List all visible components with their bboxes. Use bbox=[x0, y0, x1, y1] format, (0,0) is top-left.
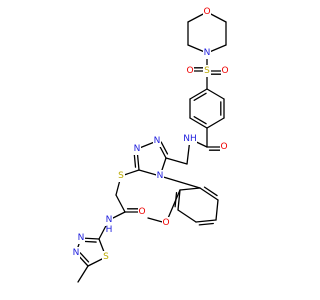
atom-thiadiazole-s: S bbox=[103, 252, 109, 262]
atom-acetamide-h: H bbox=[106, 225, 113, 235]
atom-bg-Ss bbox=[117, 170, 125, 182]
bond-b4-b5 bbox=[206, 117, 225, 129]
atom-amide-o: O bbox=[220, 142, 227, 152]
atom-amide-nh: NH bbox=[183, 134, 197, 144]
atom-morpholine-o: O bbox=[203, 7, 210, 17]
bond-p4-p5 bbox=[215, 199, 219, 221]
bond-p5-p6-double bbox=[203, 186, 218, 197]
atom-bg-O1L bbox=[186, 65, 194, 77]
atom-bg-dN3 bbox=[77, 232, 85, 244]
atom-bg-mO bbox=[203, 6, 211, 18]
bond-b3-b4-double bbox=[193, 116, 207, 125]
bond-p1-p2 bbox=[177, 189, 181, 211]
bond-p6-p1 bbox=[179, 187, 201, 191]
atom-triazole-n2: N bbox=[134, 144, 141, 154]
atom-thioether-s: S bbox=[118, 171, 124, 181]
atom-bg-tN2 bbox=[153, 135, 161, 147]
atom-sulfonyl-s: S bbox=[204, 66, 210, 76]
atom-triazole-n4: N bbox=[157, 171, 164, 181]
atom-bg-Oc bbox=[220, 141, 228, 153]
atom-thiadiazole-n2: N bbox=[78, 233, 85, 243]
bond-p5-p6 bbox=[199, 187, 219, 201]
atom-bg-mN bbox=[203, 47, 211, 59]
bond-t3-tN2-double bbox=[160, 141, 169, 155]
atom-bg-Oa bbox=[138, 206, 146, 218]
atom-acetamide-o: O bbox=[138, 207, 145, 217]
atom-methoxy-o: O bbox=[162, 218, 169, 228]
bond-b1-b2 bbox=[189, 88, 208, 100]
atom-bg-O1R bbox=[221, 65, 229, 77]
atom-bg-S1 bbox=[203, 65, 211, 77]
bond-b6-b1 bbox=[206, 88, 225, 100]
atom-triazole-n1: N bbox=[154, 136, 161, 146]
bond-p3-p4 bbox=[195, 219, 217, 223]
bond-d5-dN4-double bbox=[79, 252, 90, 263]
bond-p3-p4-double bbox=[198, 222, 214, 226]
bond-CH2b-Ca bbox=[115, 194, 126, 213]
atom-bg-Om bbox=[162, 217, 170, 229]
atom-bg-tN4 bbox=[156, 170, 164, 182]
bond-b1-b2-double bbox=[193, 92, 207, 101]
atom-acetamide-nh: N bbox=[106, 215, 113, 225]
atom-bg-dN4 bbox=[72, 247, 80, 259]
atom-morpholine-n: N bbox=[204, 48, 211, 58]
atom-bg-Na bbox=[105, 214, 113, 226]
atom-sulfonyl-o-right: O bbox=[221, 66, 228, 76]
atom-bg-NH bbox=[183, 133, 197, 145]
bond-tN4-p6 bbox=[159, 175, 201, 189]
atom-bg-dS bbox=[102, 251, 110, 263]
bond-d5-CH3 bbox=[77, 265, 89, 283]
atom-bg-tN1 bbox=[133, 143, 141, 155]
bond-CH2a-t3 bbox=[165, 157, 188, 165]
bond-b3-b4 bbox=[189, 117, 208, 129]
bond-dN3-d2-double bbox=[82, 240, 97, 243]
atom-sulfonyl-o-left: O bbox=[186, 66, 193, 76]
bond-p2-p3 bbox=[177, 209, 197, 223]
atom-thiadiazole-n1: N bbox=[73, 248, 80, 258]
